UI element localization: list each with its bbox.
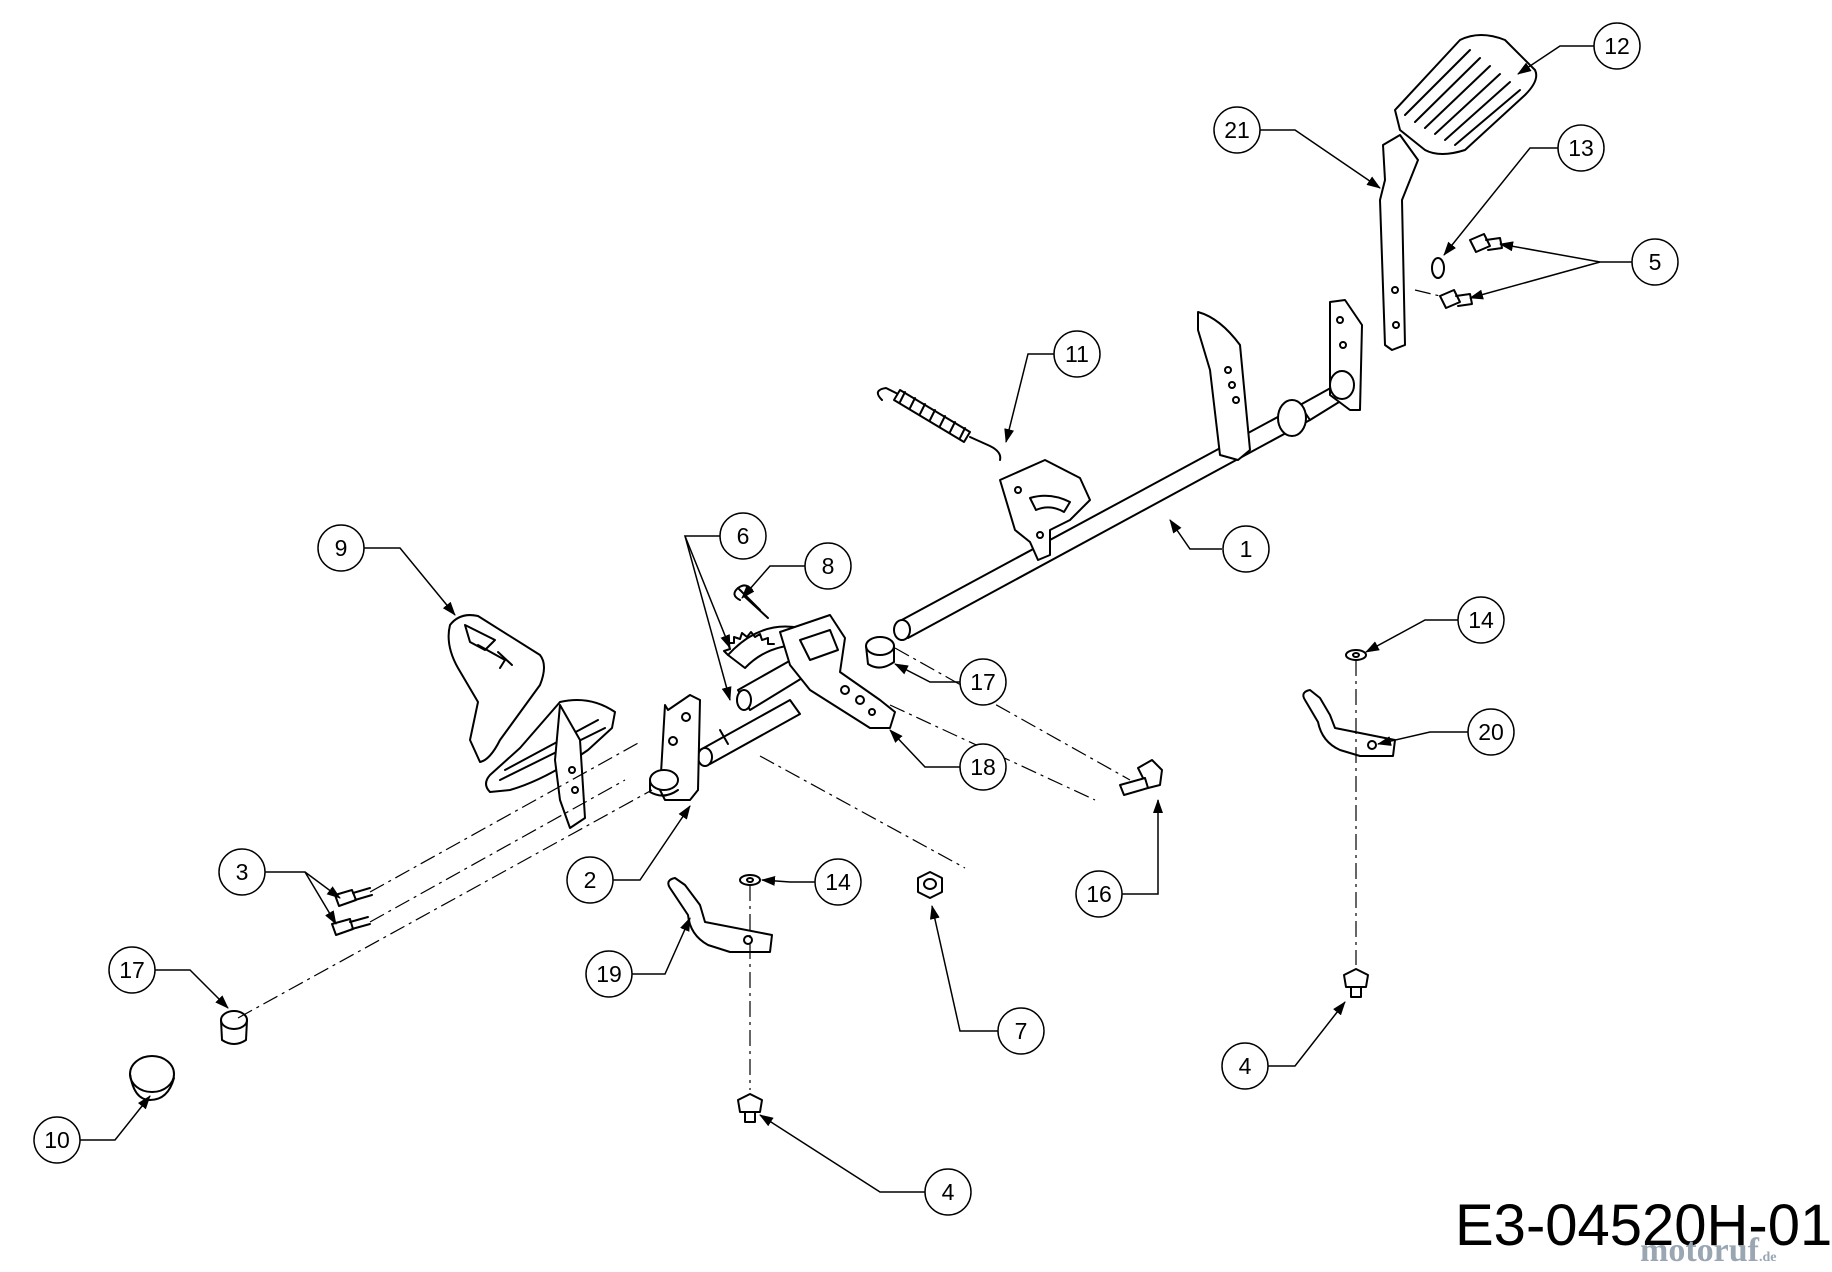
svg-text:9: 9 [335, 535, 348, 561]
drawing-code-label: E3-04520H-01 [1455, 1193, 1832, 1258]
svg-text:17: 17 [119, 957, 145, 983]
washer-part-left [739, 874, 761, 886]
callout-8: 8 [804, 542, 852, 590]
callout-21: 21 [1213, 106, 1261, 154]
watermark-logo: motoruf.de [1640, 1232, 1776, 1270]
shaft-cap-part [129, 1055, 175, 1101]
svg-text:16: 16 [1086, 881, 1112, 907]
alignment-lines [237, 289, 1441, 1090]
right-mounting-plate-part [1329, 299, 1363, 411]
brake-pedal-arm-part [1379, 134, 1419, 351]
svg-text:13: 13 [1568, 135, 1594, 161]
shaft-collar-part [1277, 399, 1307, 437]
brake-lever-arm-part [779, 614, 896, 729]
svg-text:18: 18 [970, 754, 996, 780]
svg-text:2: 2 [584, 867, 597, 893]
hairpin-clip-part [733, 584, 769, 619]
callout-11: 11 [1053, 330, 1101, 378]
washer-part-13 [1431, 257, 1445, 279]
callout-13: 13 [1557, 124, 1605, 172]
spring-anchor-plate-part [999, 459, 1091, 561]
callout-4-left: 4 [924, 1168, 972, 1216]
callout-19: 19 [585, 950, 633, 998]
watermark-name: motoruf [1640, 1232, 1759, 1269]
svg-text:7: 7 [1015, 1018, 1028, 1044]
svg-text:3: 3 [236, 859, 249, 885]
shaft-upper-arm-part [1197, 311, 1251, 461]
svg-text:11: 11 [1065, 341, 1089, 367]
svg-text:20: 20 [1478, 719, 1504, 745]
callout-18: 18 [959, 743, 1007, 791]
callout-9: 9 [317, 524, 365, 572]
bracket-part-right [1302, 689, 1396, 757]
bolt-part-4-left [737, 1093, 763, 1123]
svg-text:17: 17 [970, 669, 996, 695]
callout-17-lower: 17 [108, 946, 156, 994]
callout-3: 3 [218, 848, 266, 896]
svg-text:1: 1 [1240, 536, 1253, 562]
svg-text:21: 21 [1224, 117, 1250, 143]
bolts-part-5 [1439, 233, 1503, 309]
svg-text:14: 14 [1468, 607, 1494, 633]
leader-lines [80, 45, 1632, 1193]
svg-text:19: 19 [596, 961, 622, 987]
callout-20: 20 [1467, 708, 1515, 756]
svg-text:10: 10 [44, 1127, 70, 1153]
pivot-bolt-part [1119, 759, 1163, 796]
svg-text:4: 4 [1239, 1053, 1252, 1079]
callout-4-right: 4 [1221, 1042, 1269, 1090]
washer-part-right [1345, 649, 1367, 661]
callout-1: 1 [1222, 525, 1270, 573]
callouts: 1 2 3 4 4 5 6 7 8 9 10 11 12 13 14 14 16… [33, 22, 1679, 1216]
callout-2: 2 [566, 856, 614, 904]
callout-14-left: 14 [814, 858, 862, 906]
svg-text:12: 12 [1604, 33, 1630, 59]
svg-text:8: 8 [822, 553, 835, 579]
svg-text:5: 5 [1649, 249, 1662, 275]
bolts-part-3 [331, 887, 373, 936]
callout-12: 12 [1593, 22, 1641, 70]
callout-14-right: 14 [1457, 596, 1505, 644]
brake-pedal-pad-part [1394, 34, 1538, 155]
svg-text:6: 6 [737, 523, 750, 549]
callout-16: 16 [1075, 870, 1123, 918]
callout-7: 7 [997, 1007, 1045, 1055]
callout-5: 5 [1631, 238, 1679, 286]
callout-10: 10 [33, 1116, 81, 1164]
tension-spring-part [876, 387, 1002, 461]
nut-part [917, 871, 943, 899]
bushing-part-lower [220, 1010, 248, 1045]
left-mounting-plate-part [649, 694, 701, 801]
bracket-part-left [667, 877, 773, 953]
bolt-part-4-right [1343, 968, 1369, 998]
svg-text:14: 14 [825, 869, 851, 895]
drive-pedal-part [447, 614, 616, 829]
svg-text:4: 4 [942, 1179, 955, 1205]
callout-17-upper: 17 [959, 658, 1007, 706]
callout-6: 6 [719, 512, 767, 560]
watermark-tld: .de [1758, 1250, 1777, 1265]
bushing-part-upper [865, 636, 895, 669]
